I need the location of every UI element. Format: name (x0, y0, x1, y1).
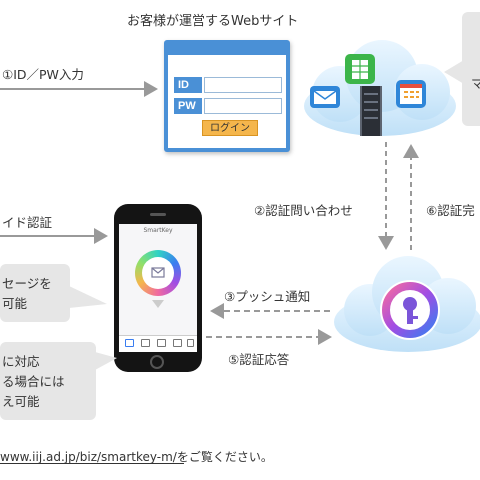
message-bubble-line1: セージを (2, 276, 52, 291)
top-right-bubble: マ (462, 12, 480, 126)
app-ring-icon (135, 250, 181, 296)
bubble-pointer-support (95, 352, 117, 370)
step1-label: ①ID／PW入力 (2, 67, 84, 82)
pw-label: PW (174, 98, 202, 114)
login-button[interactable]: ログイン (202, 120, 258, 136)
login-window: ID PW ログイン (164, 40, 290, 152)
id-input[interactable] (204, 77, 282, 93)
message-bubble: セージを 可能 (0, 264, 70, 322)
bubble-pointer-top (444, 60, 464, 84)
bubble-pointer-message (69, 286, 107, 308)
footer-text: www.iij.ad.jp/biz/smartkey-m/をご覧ください。 (0, 450, 273, 464)
smartphone: SmartKey (114, 204, 202, 372)
support-bubble-line2: る場合には (2, 374, 65, 389)
smartkey-app-icon (380, 280, 440, 340)
top-right-bubble-text: マ (471, 76, 480, 91)
calendar-icon (396, 80, 426, 108)
step3-label: ③プッシュ通知 (224, 289, 311, 304)
phone-tab-bar (119, 335, 197, 352)
auth-cloud (334, 256, 480, 352)
step2-label: ②認証問い合わせ (254, 203, 353, 218)
step5-label: ⑤認証応答 (228, 352, 290, 367)
phone-home-button (150, 355, 164, 369)
phone-app-title: SmartKey (143, 227, 173, 234)
support-bubble: に対応 る場合には え可能 (0, 342, 96, 420)
support-bubble-line1: に対応 (2, 354, 40, 369)
envelope-icon (151, 267, 165, 278)
left-auth-label: イド認証 (2, 215, 53, 230)
message-bubble-line2: 可能 (2, 296, 28, 311)
login-form: ID PW ログイン (168, 55, 286, 148)
server-icon (360, 86, 382, 136)
step6-label: ⑥認証完 (426, 203, 475, 218)
pw-input[interactable] (204, 98, 282, 114)
website-title: お客様が運営するWebサイト (127, 14, 299, 29)
mail-icon (310, 86, 340, 108)
server-cloud (304, 40, 456, 136)
phone-speaker (150, 213, 166, 216)
spreadsheet-icon (345, 54, 375, 84)
support-bubble-line3: え可能 (2, 394, 40, 409)
footer-link-underline (0, 463, 184, 464)
id-label: ID (174, 77, 202, 93)
down-chevron-icon (152, 300, 164, 308)
phone-screen: SmartKey (119, 224, 197, 352)
